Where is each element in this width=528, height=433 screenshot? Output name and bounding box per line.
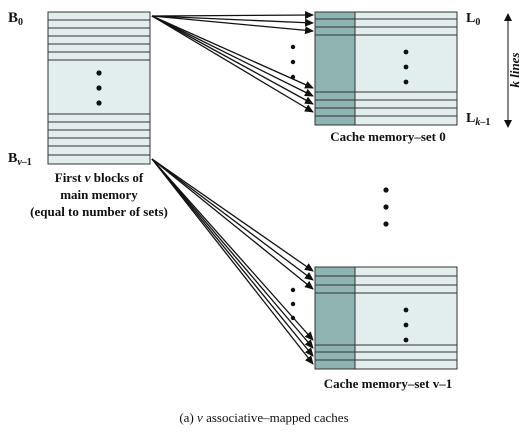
cache-set-0: [314, 11, 458, 126]
k-lines-dimension: k lines: [504, 13, 522, 128]
main-memory-block: [47, 11, 151, 165]
ellipsis-dots-between-sets: [383, 187, 389, 227]
main-memory-caption: First v blocks of main memory (equal to …: [30, 170, 168, 219]
ellipsis-dots-arrows-set0: [290, 44, 296, 80]
cache-set-0-tag-column: [314, 11, 356, 126]
label-bv-1: Bv–1: [8, 151, 32, 168]
svg-text:main memory: main memory: [60, 187, 138, 202]
ellipsis-dots: [403, 49, 409, 85]
cache-set-0-caption: Cache memory–set 0: [330, 129, 446, 144]
label-l0: L0: [466, 11, 480, 28]
svg-text:k lines: k lines: [507, 52, 522, 87]
cache-set-v-1: [314, 266, 458, 370]
figure-caption: (a) v associative–mapped caches: [179, 410, 348, 425]
label-lk-1: Lk–1: [466, 111, 490, 128]
label-b0: B0: [8, 10, 23, 28]
arrows-b0-to-set-0: [151, 11, 314, 113]
arrows-bv-1-to-set-v-1: [151, 158, 314, 365]
svg-text:(equal to number of sets): (equal to number of sets): [30, 204, 168, 219]
cache-set-v-1-tag-column: [314, 266, 356, 370]
cache-set-v-1-caption: Cache memory–set v–1: [324, 376, 453, 391]
ellipsis-dots: [403, 307, 409, 343]
svg-text:First v blocks of: First v blocks of: [55, 170, 144, 185]
ellipsis-dots: [96, 70, 102, 106]
